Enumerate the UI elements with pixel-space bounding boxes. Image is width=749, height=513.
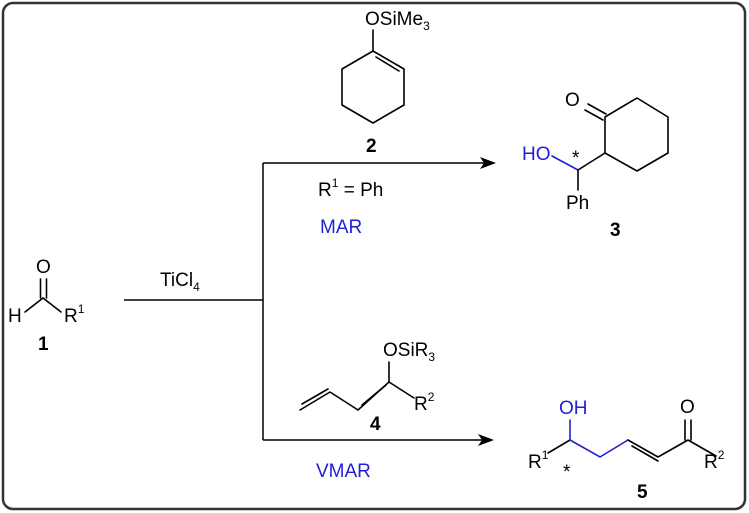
compound-2-label: 2	[366, 136, 377, 157]
enone-double-bond	[631, 445, 659, 462]
vmar-stereocenter-mark: *	[563, 462, 571, 483]
aldehyde-r-group: R1	[64, 302, 85, 327]
dienol-r-bond	[388, 381, 415, 399]
enone-chain	[627, 439, 717, 458]
carbinol-o-bond	[551, 155, 579, 171]
enone-oxygen: O	[680, 397, 695, 418]
aldehyde-cr-bond	[42, 297, 62, 313]
aldehyde-hydrogen: H	[8, 306, 22, 327]
lower-arrowhead	[478, 434, 494, 446]
stereocenter-mark: *	[572, 148, 580, 169]
upper-arrowhead	[480, 157, 496, 169]
compound-4: OSiR3 R2 4	[299, 340, 435, 435]
cyclohexene-ring	[341, 50, 405, 124]
compound-5: R1 OH * O R2 5	[528, 397, 725, 503]
aldehyde-oxygen: O	[36, 257, 51, 278]
vmar-r1-group: R1	[528, 448, 549, 473]
ring-carbinol-bond	[577, 152, 606, 171]
vmar-r2-group: R2	[704, 448, 725, 473]
vinylogous-chain-blue	[569, 439, 629, 458]
hydroxyl-label: HO	[522, 144, 551, 165]
silyl-group-label: OSiMe3	[365, 9, 430, 33]
compound-2: OSiMe3 2	[341, 9, 430, 157]
terminal-double-bond	[301, 388, 329, 405]
vmar-hydroxyl-label: OH	[559, 398, 588, 419]
compound-1-label: 1	[38, 334, 49, 355]
ring-double-bond	[375, 56, 400, 72]
dienol-r-group: R2	[414, 390, 435, 415]
compound-1: O H R1 1	[8, 257, 85, 355]
mar-label: MAR	[320, 217, 362, 238]
compound-3: O HO * Ph 3	[522, 90, 669, 241]
phenyl-label: Ph	[566, 193, 589, 214]
ketone-co-bond-1	[587, 103, 607, 115]
upper-condition: R1 = Ph	[318, 176, 383, 201]
vmar-label: VMAR	[316, 461, 371, 482]
compound-4-label: 4	[370, 414, 381, 435]
compound-3-label: 3	[610, 220, 621, 241]
diene-chain	[299, 381, 390, 411]
silyl-group-label-2: OSiR3	[383, 340, 435, 364]
reagent-label: TiCl4	[160, 270, 200, 294]
ketone-co-bond-2	[584, 109, 604, 121]
compound-5-label: 5	[637, 482, 648, 503]
r1-carbinol-bond	[547, 439, 571, 454]
aldehyde-ch-bond	[24, 297, 44, 313]
reaction-arrows	[124, 157, 496, 446]
internal-double-bond	[361, 384, 387, 406]
ketone-oxygen: O	[565, 90, 580, 111]
cyclohexanone-ring	[604, 97, 669, 172]
